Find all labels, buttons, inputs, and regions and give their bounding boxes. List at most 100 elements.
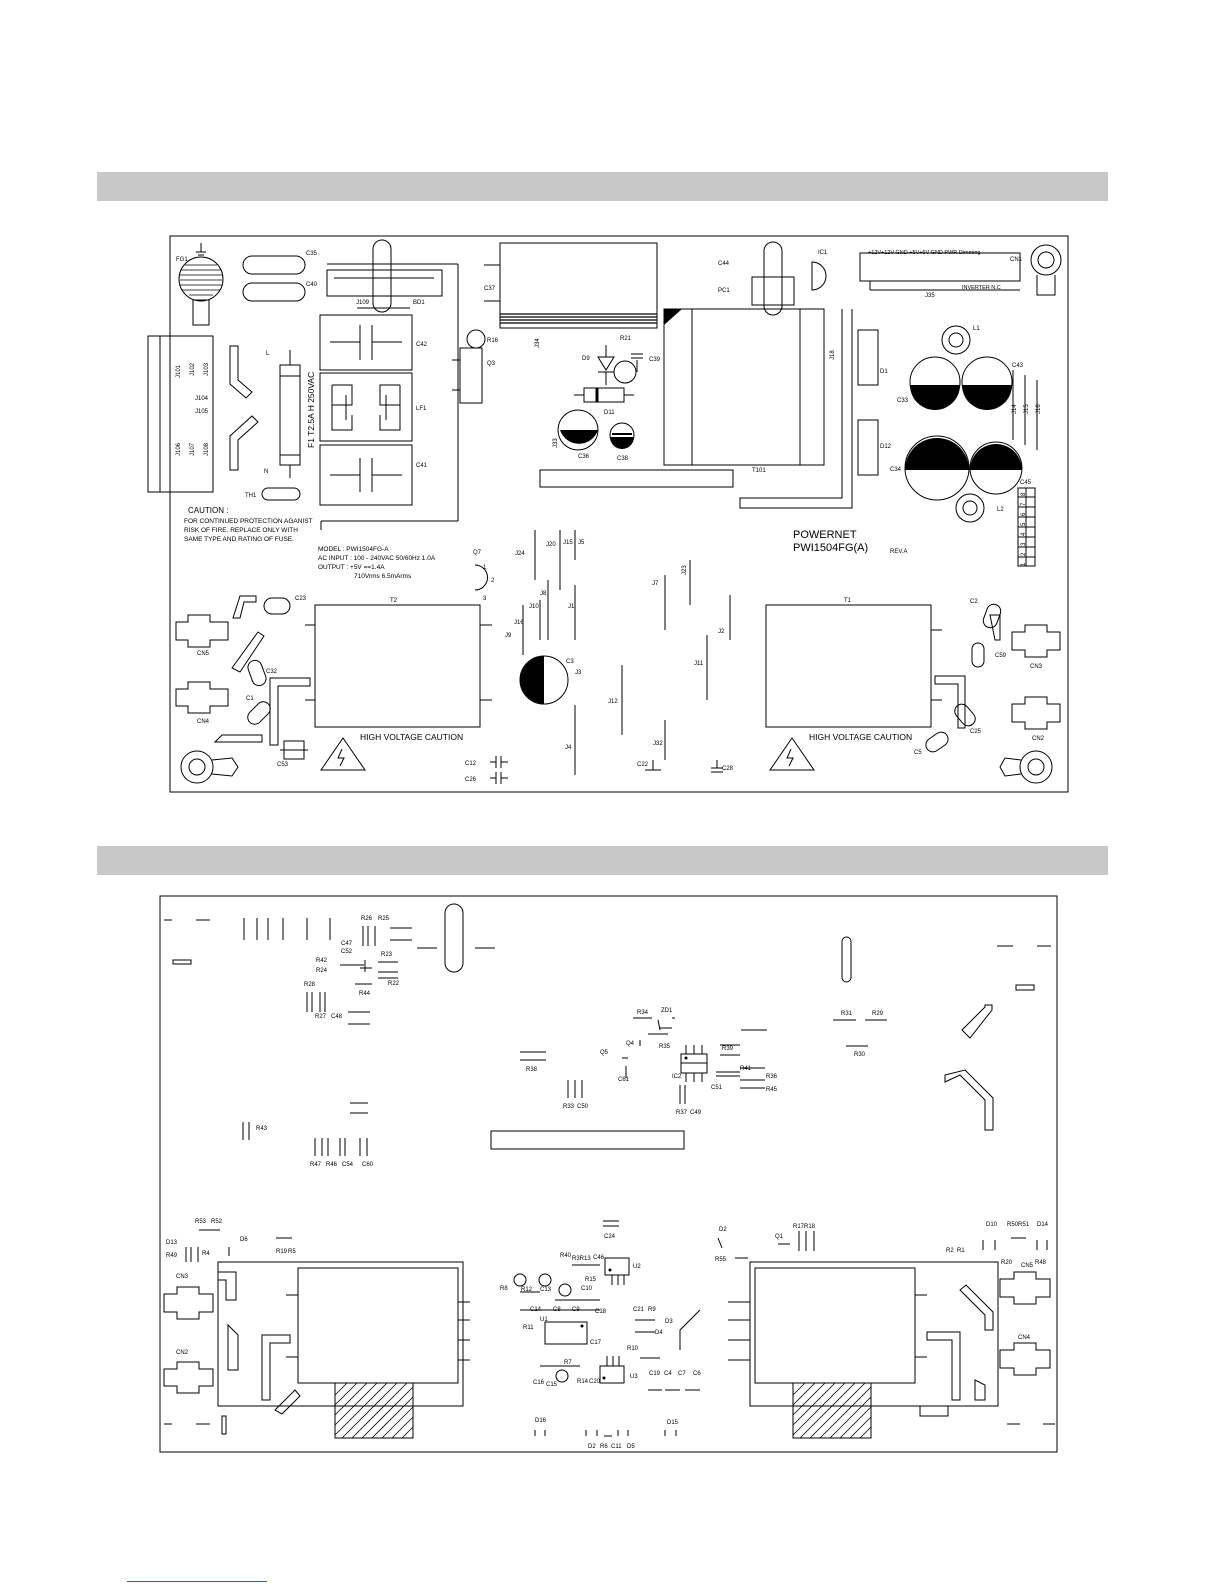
lbl-j109: J109 (356, 300, 370, 306)
blbl-cn3: CN3 (176, 1274, 189, 1280)
blbl-r33: R33 (563, 1104, 575, 1110)
c35-capacitor (242, 255, 306, 275)
lbl-cn1: CN1 (1010, 257, 1023, 263)
t1-transformer (765, 604, 932, 728)
bottom-heatsink-bar (490, 1130, 685, 1150)
lbl-d1: D1 (880, 369, 888, 375)
blbl-c10: C10 (581, 1286, 593, 1292)
d9-diode (597, 356, 615, 373)
blbl-c51: C51 (711, 1085, 723, 1091)
bottom-cn5-connector (999, 1271, 1051, 1305)
cn1-mount-hole (1030, 244, 1062, 276)
lbl-c35: C35 (306, 251, 318, 257)
lbl-c22: C22 (637, 762, 649, 768)
lbl-c41: C41 (416, 463, 428, 469)
ic1-regulator (811, 261, 827, 291)
inverter-label: INVERTER N.C (962, 285, 1001, 291)
lbl-c26: C26 (465, 777, 477, 783)
d11-diode (583, 387, 625, 403)
blbl-c48: C48 (331, 1014, 343, 1020)
c42-capacitor (319, 314, 413, 371)
blbl-r45: R45 (766, 1087, 778, 1093)
blbl-c54: C54 (342, 1162, 354, 1168)
cn4-connector (175, 681, 229, 714)
lbl-j105: J105 (195, 409, 209, 415)
blbl-c46: C46 (593, 1255, 605, 1261)
lbl-j101: J101 (176, 364, 182, 378)
blbl-r49: R49 (166, 1253, 178, 1259)
lbl-j18: J18 (830, 350, 836, 360)
blbl-r43: R43 (256, 1126, 268, 1132)
lbl-j102: J102 (190, 362, 196, 376)
blbl-c21: C21 (633, 1307, 645, 1313)
blbl-r31: R31 (841, 1011, 853, 1017)
lbl-j33: J33 (553, 438, 559, 448)
blbl-zd1: ZD1 (661, 1008, 673, 1014)
lbl-c3: C3 (566, 659, 574, 665)
lbl-pc1: PC1 (718, 288, 730, 294)
footer-link-underline (127, 1581, 267, 1582)
bottom-cn2-connector (163, 1361, 214, 1394)
blbl-c13: C13 (540, 1287, 552, 1293)
d1-diode (857, 329, 879, 386)
lbl-q7-1: 1 (483, 565, 487, 571)
blbl-d13: D13 (166, 1240, 178, 1246)
lbl-c2: C2 (970, 599, 978, 605)
blbl-r20: R20 (1001, 1260, 1013, 1266)
ac-inlet-block (147, 335, 214, 493)
lbl-j15b: J15 (563, 540, 573, 546)
r21-resistor (613, 360, 637, 384)
lbl-c25: C25 (970, 729, 982, 735)
u3-chip (599, 1365, 625, 1384)
lbl-j23: J23 (682, 565, 688, 575)
c32-capacitor (247, 659, 267, 687)
pin-6: 6 (1021, 512, 1027, 516)
blbl-c7: C7 (678, 1371, 686, 1377)
lbl-c40: C40 (306, 282, 318, 288)
pin-2: 2 (1021, 552, 1027, 556)
blbl-r50r51: R50R51 (1007, 1222, 1030, 1228)
blbl-r24: R24 (316, 968, 328, 974)
lbl-j108: J108 (204, 442, 210, 456)
blbl-d5: D5 (627, 1444, 635, 1450)
blbl-d2: D2 (588, 1444, 596, 1450)
lbl-j20: J20 (546, 542, 556, 548)
blbl-d14: D14 (1037, 1222, 1049, 1228)
pin-4: 4 (1021, 532, 1027, 536)
blbl-r3r13: R3R13 (572, 1256, 591, 1262)
blbl-r36: R36 (766, 1074, 778, 1080)
blbl-r34: R34 (637, 1010, 649, 1016)
bottom-pcb-layout: R26 R25 C47 C52 R23 R42 R24 R22 R28 R44 … (159, 895, 1058, 1453)
left-mount-hole (180, 750, 214, 784)
c5-capacitor (925, 731, 949, 753)
model-line-1: MODEL : PWI1504FG-A (318, 546, 389, 553)
cn3-connector (1011, 624, 1061, 658)
q3-transistor (459, 347, 483, 404)
blbl-cn4: CN4 (1018, 1335, 1031, 1341)
f1-fuse (279, 364, 301, 466)
blbl-q1: Q1 (775, 1234, 784, 1240)
right-transformer-area (749, 1261, 999, 1407)
lbl-j10: J10 (529, 604, 539, 610)
bottom-cap-2 (538, 1273, 552, 1287)
blbl-r42: R42 (316, 958, 328, 964)
lbl-j9: J9 (505, 633, 512, 639)
lbl-c32: C32 (266, 669, 278, 675)
lbl-j8: J8 (540, 591, 547, 597)
blbl-c18: C18 (595, 1309, 607, 1315)
lbl-j2: J2 (718, 629, 725, 635)
blbl-c8: C8 (553, 1307, 561, 1313)
blbl-q4: Q4 (626, 1041, 635, 1047)
bd1-bridge (326, 269, 443, 297)
blbl-c17: C17 (590, 1340, 602, 1346)
lbl-j104: J104 (195, 396, 209, 402)
lbl-j107: J107 (190, 442, 196, 456)
lbl-j35: J35 (925, 293, 935, 299)
left-transformer-area (217, 1261, 464, 1407)
lbl-l1: L1 (973, 326, 980, 332)
lbl-j7: J7 (652, 581, 659, 587)
c2-capacitor (982, 603, 1002, 629)
lbl-q7: Q7 (473, 550, 482, 556)
revision-label: REV.A (890, 549, 907, 555)
bottom-cap-1 (513, 1273, 527, 1287)
